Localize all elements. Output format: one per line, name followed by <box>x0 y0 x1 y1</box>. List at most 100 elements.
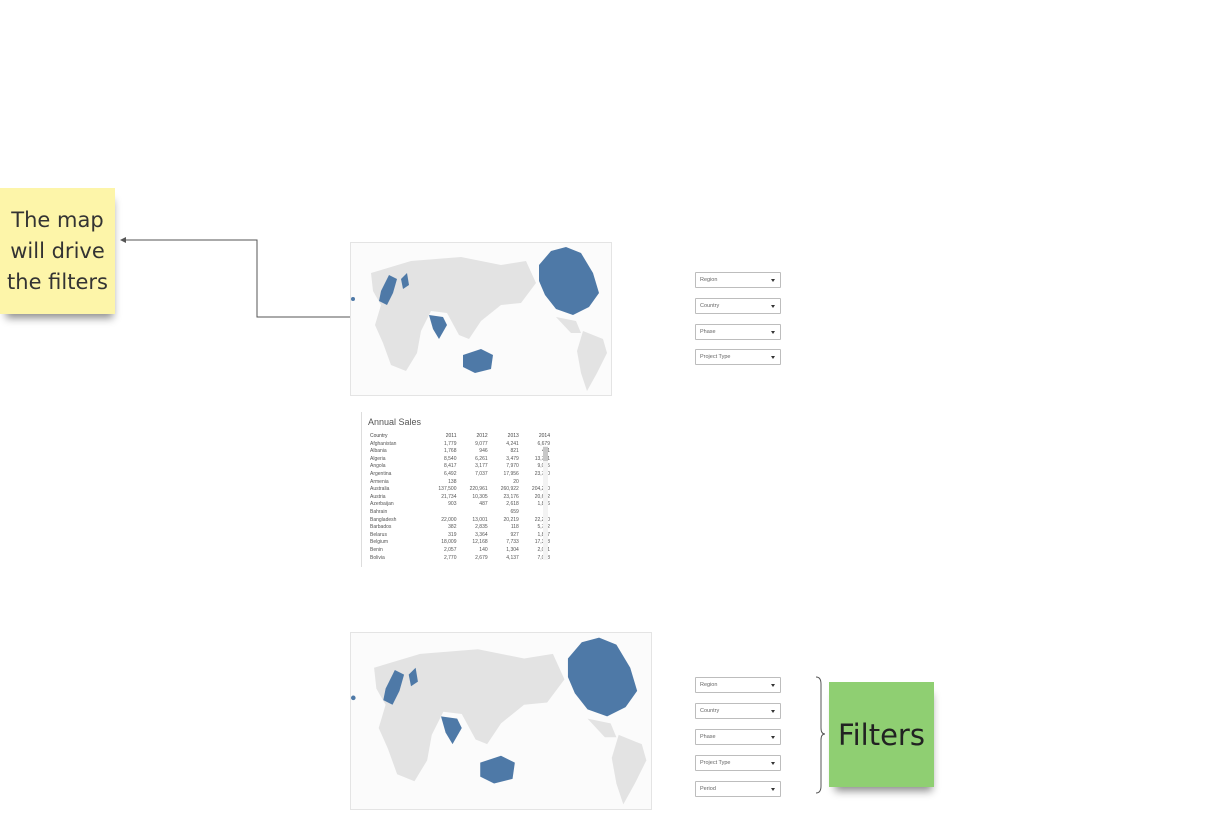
country-cell: Austria <box>370 493 386 500</box>
sticky-note-map[interactable]: The map will drive the filters <box>0 188 115 314</box>
country-cell: Afghanistan <box>370 440 397 447</box>
country-cell: Argentina <box>370 470 392 477</box>
sales-cell: 8,540 <box>443 455 457 462</box>
sales-cell: 13,781 <box>521 456 552 464</box>
column-header: 2013 <box>507 433 519 439</box>
sales-cell: 2,679 <box>475 554 488 561</box>
sticky-note-text: The map will drive the filters <box>7 207 108 294</box>
sales-cell <box>427 509 458 517</box>
table-scrollbar[interactable] <box>543 446 548 560</box>
sales-cell: 20,682 <box>521 494 552 502</box>
country-cell: Australia <box>370 486 390 493</box>
sales-cell: 13,001 <box>472 516 488 523</box>
world-map-top[interactable] <box>350 242 612 396</box>
country-cell: Belgium <box>370 539 389 546</box>
phase-filter-dropdown[interactable]: Phase <box>695 729 781 745</box>
connector-arrow[interactable] <box>110 230 360 325</box>
sales-cell: 9,077 <box>475 440 488 447</box>
project-type-filter-dropdown[interactable]: Project Type <box>695 349 781 365</box>
chevron-down-icon <box>771 684 775 687</box>
chevron-down-icon <box>771 710 775 713</box>
table-scroll-thumb[interactable] <box>543 447 548 461</box>
country-cell: Azerbaijan <box>370 501 394 508</box>
country-cell: Bangladesh <box>370 516 397 523</box>
annual-sales-table[interactable]: Annual Sales Country 2011 2012 2013 2014… <box>361 412 552 567</box>
country-cell: Angola <box>370 463 386 470</box>
sales-cell: 6,492 <box>443 470 457 477</box>
sales-cell: 4,137 <box>506 554 519 561</box>
country-cell: Bahrain <box>370 508 388 515</box>
filter-label: Region <box>700 682 718 688</box>
map-graphic <box>351 247 607 391</box>
filter-label: Phase <box>700 329 716 335</box>
sticky-note-text: Filters <box>838 717 925 752</box>
sales-cell: 927 <box>510 531 519 538</box>
project-type-filter-dropdown[interactable]: Project Type <box>695 755 781 771</box>
sales-cell: 1,304 <box>506 546 519 553</box>
country-cell: Belarus <box>370 531 387 538</box>
sales-cell: 2,618 <box>506 501 519 508</box>
sales-cell <box>458 509 489 517</box>
chevron-down-icon <box>771 762 775 765</box>
chevron-down-icon <box>771 331 775 334</box>
sales-cell: 20 <box>513 478 519 485</box>
sales-cell: 20,219 <box>503 516 519 523</box>
sales-cell: 17,308 <box>521 539 552 547</box>
filter-label: Phase <box>700 734 716 740</box>
sales-cell: 18,009 <box>441 539 457 546</box>
sales-cell: 137,500 <box>438 486 457 493</box>
sales-cell: 946 <box>479 448 488 455</box>
sales-grid: Country 2011 2012 2013 2014 Afghanistan 1… <box>368 433 552 562</box>
sales-cell: 3,177 <box>475 463 488 470</box>
filter-label: Project Type <box>700 760 731 766</box>
country-cell: Albania <box>370 448 387 455</box>
sales-cell: 17,956 <box>503 470 519 477</box>
sales-cell: 23,780 <box>521 471 552 479</box>
country-filter-dropdown[interactable]: Country <box>695 703 781 719</box>
column-header: 2012 <box>476 433 488 439</box>
region-filter-dropdown[interactable]: Region <box>695 272 781 288</box>
sticky-note-filters[interactable]: Filters <box>829 682 934 787</box>
sales-cell: 6,261 <box>475 455 488 462</box>
phase-filter-dropdown[interactable]: Phase <box>695 324 781 340</box>
table-header-row: Country 2011 2012 2013 2014 <box>368 433 552 441</box>
sales-cell: 118 <box>510 524 519 531</box>
map-graphic <box>351 637 647 805</box>
sales-cell: 8,417 <box>443 463 457 470</box>
period-filter-dropdown[interactable]: Period <box>695 781 781 797</box>
table-row[interactable]: Argentina 6,492 7,037 17,95623,780 <box>368 471 552 479</box>
sales-cell: 260,922 <box>500 486 519 493</box>
column-header: 2011 <box>445 433 457 439</box>
sales-cell: 1,768 <box>443 448 457 455</box>
column-header: Country <box>370 433 388 439</box>
sales-cell: 10,305 <box>472 493 488 500</box>
filter-label: Region <box>700 277 718 283</box>
world-map-bottom[interactable] <box>350 632 652 810</box>
sales-cell: 21,734 <box>441 493 457 500</box>
country-filter-dropdown[interactable]: Country <box>695 298 781 314</box>
sales-cell: 7,037 <box>475 470 488 477</box>
sales-cell: 3,479 <box>506 455 519 462</box>
sales-cell: 1,779 <box>443 440 457 447</box>
filter-label: Country <box>700 303 720 309</box>
sales-cell <box>458 479 489 487</box>
country-cell: Benin <box>370 546 383 553</box>
sales-cell: 319 <box>448 531 457 538</box>
curly-brace[interactable] <box>812 676 828 794</box>
region-filter-dropdown[interactable]: Region <box>695 677 781 693</box>
